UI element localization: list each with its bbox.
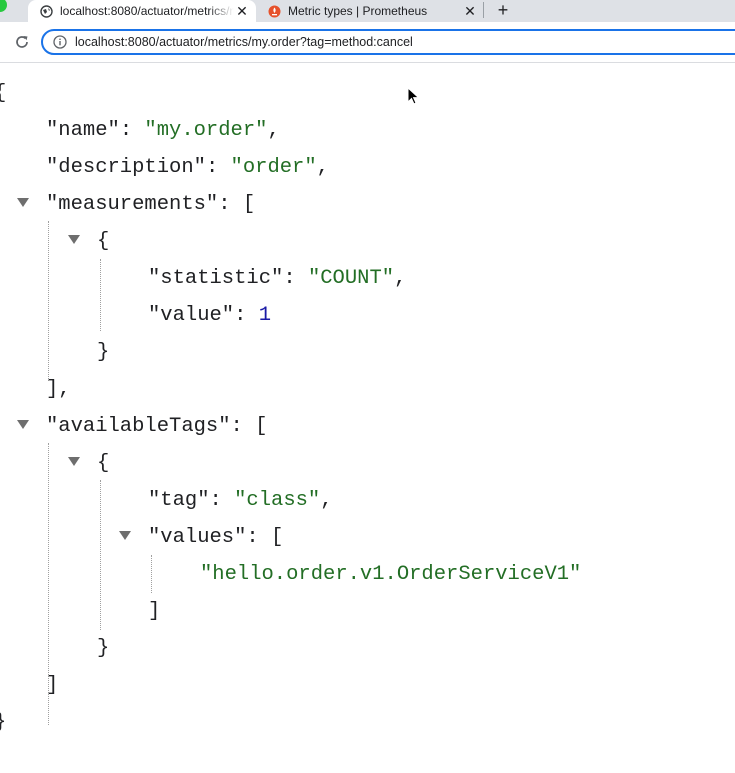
json-key-available-tags: "availableTags"	[46, 415, 231, 438]
brace-open: {	[0, 82, 6, 105]
json-line: "measurements": [	[46, 186, 255, 223]
json-line: "hello.order.v1.OrderServiceV1"	[200, 556, 581, 593]
json-value-statistic: "COUNT"	[307, 267, 395, 290]
tree-guide-tag-object	[100, 480, 101, 630]
colon: :	[119, 119, 145, 142]
json-value-name: "my.order"	[144, 119, 268, 142]
json-line: "name": "my.order",	[46, 112, 280, 149]
tab-title: Metric types | Prometheus	[288, 4, 428, 18]
json-line: }	[97, 630, 109, 667]
json-key-description: "description"	[46, 156, 206, 179]
new-tab-button[interactable]: +	[497, 0, 509, 20]
tab-title: localhost:8080/actuator/metrics/my.order…	[60, 4, 234, 18]
brace-close: }	[0, 711, 6, 734]
tab-prometheus-metric-types[interactable]: Metric types | Prometheus ✕	[262, 0, 484, 22]
json-line: "description": "order",	[46, 149, 329, 186]
colon-bracket-open: : [	[246, 526, 284, 549]
json-line: "values": [	[148, 519, 283, 556]
json-line: ]	[46, 667, 58, 704]
url-input[interactable]	[75, 35, 675, 49]
json-line: }	[0, 704, 6, 741]
comma: ,	[320, 489, 333, 512]
brace-close: }	[97, 341, 110, 364]
collapse-toggle-measurements[interactable]	[17, 198, 29, 207]
reload-icon[interactable]	[12, 32, 32, 52]
json-line: "statistic": "COUNT",	[148, 260, 406, 297]
tab-close-icon[interactable]: ✕	[464, 2, 476, 19]
colon: :	[205, 156, 231, 179]
json-line: }	[97, 334, 109, 371]
json-line: "availableTags": [	[46, 408, 267, 445]
colon: :	[209, 489, 235, 512]
address-bar[interactable]	[41, 29, 735, 55]
globe-icon	[40, 4, 53, 18]
collapse-toggle-measurement-object[interactable]	[68, 235, 80, 244]
bracket-close: ]	[46, 674, 59, 697]
tree-guide-measurement-object	[100, 259, 101, 331]
tree-guide-measurements	[48, 221, 49, 381]
tree-guide-values-array	[151, 555, 152, 593]
tab-close-icon[interactable]: ✕	[236, 2, 248, 19]
json-line: {	[97, 223, 109, 260]
json-value-tag: "class"	[234, 489, 321, 512]
colon-bracket-open: : [	[218, 193, 256, 216]
json-line: "value": 1	[148, 297, 271, 334]
json-line: ]	[148, 593, 160, 630]
json-value-value: 1	[258, 304, 272, 327]
json-array-item: "hello.order.v1.OrderServiceV1"	[200, 563, 582, 586]
colon: :	[234, 304, 259, 327]
json-value-description: "order"	[230, 156, 317, 179]
collapse-toggle-available-tags[interactable]	[17, 420, 29, 429]
brace-open: {	[97, 452, 110, 475]
brace-open: {	[97, 230, 110, 253]
tab-strip: localhost:8080/actuator/metrics/my.order…	[0, 0, 735, 22]
colon-bracket-open: : [	[230, 415, 268, 438]
collapse-toggle-values[interactable]	[119, 531, 131, 540]
bracket-close: ]	[148, 600, 161, 623]
json-line: "tag": "class",	[148, 482, 333, 519]
prometheus-flame-icon	[268, 5, 281, 18]
tab-separator	[483, 2, 484, 18]
comma: ,	[316, 156, 329, 179]
browser-toolbar	[0, 22, 735, 63]
tab-actuator-metrics[interactable]: localhost:8080/actuator/metrics/my.order…	[28, 0, 256, 22]
comma: ,	[267, 119, 280, 142]
brace-close: }	[97, 637, 110, 660]
json-line: ],	[46, 371, 71, 408]
comma: ,	[394, 267, 407, 290]
json-line: {	[97, 445, 109, 482]
json-key-statistic: "statistic"	[148, 267, 284, 290]
json-viewer: { "name": "my.order", "description": "or…	[0, 63, 735, 773]
bracket-close-comma: ],	[46, 378, 71, 401]
json-key-name: "name"	[46, 119, 120, 142]
json-key-value: "value"	[148, 304, 235, 327]
site-info-icon[interactable]	[53, 35, 67, 49]
mouse-cursor-icon	[407, 87, 420, 105]
window-maximize-button[interactable]	[0, 0, 7, 12]
tree-guide-available-tags	[48, 443, 49, 725]
colon: :	[283, 267, 308, 290]
json-key-tag: "tag"	[148, 489, 210, 512]
json-key-values: "values"	[148, 526, 247, 549]
collapse-toggle-tag-object[interactable]	[68, 457, 80, 466]
json-key-measurements: "measurements"	[46, 193, 219, 216]
json-line: {	[0, 75, 6, 112]
